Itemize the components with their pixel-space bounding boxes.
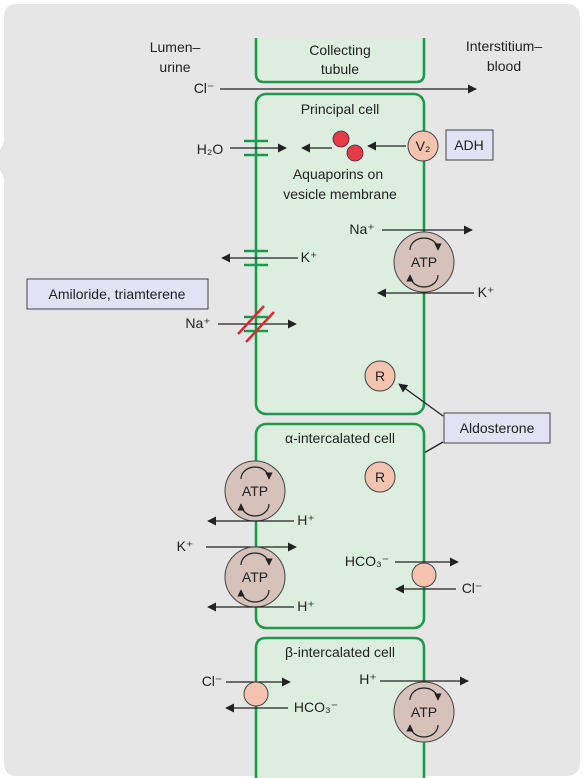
- h-secretion-label: H⁺: [297, 598, 315, 614]
- anion-exchanger-icon: [411, 562, 437, 588]
- k-reabsorb-label: K⁺: [177, 538, 194, 554]
- aldosterone-box: [443, 412, 551, 444]
- amiloride-box: [26, 278, 209, 310]
- tubule-label: tubule: [321, 61, 359, 77]
- pump-rotation-icon: [240, 552, 273, 566]
- block-mark-icon: [237, 305, 275, 343]
- v2-receptor-icon: [407, 130, 439, 162]
- pump-rotation-icon: [406, 724, 439, 738]
- bicarbonate-label: HCO₃⁻: [345, 553, 389, 569]
- pump-rotation-icon: [237, 589, 270, 603]
- adh-box: [445, 129, 494, 161]
- blood-label: blood: [487, 58, 521, 74]
- atp-label: ATP: [242, 483, 268, 499]
- aldosterone-label: Aldosterone: [460, 420, 535, 436]
- water-channel-icon: [244, 139, 268, 157]
- na-pump-label: Na⁺: [349, 221, 374, 237]
- pump-rotation-icon: [409, 687, 442, 701]
- v2-receptor-label: V₂: [416, 138, 431, 154]
- atp-label: ATP: [411, 254, 437, 270]
- alpha-receptor-label: R: [375, 469, 385, 485]
- aquaporin-line2: vesicle membrane: [283, 186, 397, 202]
- interstitium-label: Interstitium–: [466, 38, 542, 54]
- adh-label: ADH: [454, 137, 484, 153]
- lumen-label: Lumen–: [150, 39, 201, 55]
- atp-label: ATP: [411, 704, 437, 720]
- beta-intercalated-cell: [254, 636, 426, 778]
- k-pump-label: K⁺: [478, 284, 495, 300]
- aquaporin-line1: Aquaporins on: [293, 166, 383, 182]
- aldosterone-receptor-icon: [364, 360, 396, 392]
- collecting-tubule-label: Collecting: [309, 42, 370, 58]
- beta-bicarbonate-label: HCO₃⁻: [294, 699, 338, 715]
- pendrin-exchanger-icon: [243, 681, 269, 707]
- water-label: H₂O: [197, 141, 224, 157]
- atp-label: ATP: [242, 569, 268, 585]
- amiloride-label: Amiloride, triamterene: [49, 286, 186, 302]
- pump-rotation-icon: [409, 237, 442, 251]
- beta-cell-title: β-intercalated cell: [285, 644, 395, 660]
- beta-chloride-label: Cl⁻: [202, 673, 223, 689]
- urine-label: urine: [159, 59, 190, 75]
- k-channel-icon: [244, 249, 268, 267]
- pump-rotation-icon: [406, 274, 439, 288]
- receptor-label: R: [375, 368, 385, 384]
- alpha-receptor-icon: [364, 461, 396, 493]
- k-secretion-label: K⁺: [301, 249, 318, 265]
- principal-cell-title: Principal cell: [301, 101, 380, 117]
- chloride-label: Cl⁻: [462, 580, 483, 596]
- aquaporin-vesicle-icon: [332, 130, 350, 148]
- aquaporin-vesicle-icon: [346, 144, 364, 162]
- alpha-intercalated-cell: [254, 422, 426, 630]
- collecting-tubule-box: [254, 38, 426, 84]
- na-enac-label: Na⁺: [185, 315, 210, 331]
- pump-rotation-icon: [240, 466, 273, 480]
- aldosterone-arrow-principal: [398, 383, 444, 417]
- chloride-paracellular-label: Cl⁻: [194, 80, 215, 96]
- pump-rotation-icon: [237, 503, 270, 517]
- alpha-cell-title: α-intercalated cell: [285, 430, 395, 446]
- beta-h-label: H⁺: [359, 671, 377, 687]
- h-secretion-label: H⁺: [297, 512, 315, 528]
